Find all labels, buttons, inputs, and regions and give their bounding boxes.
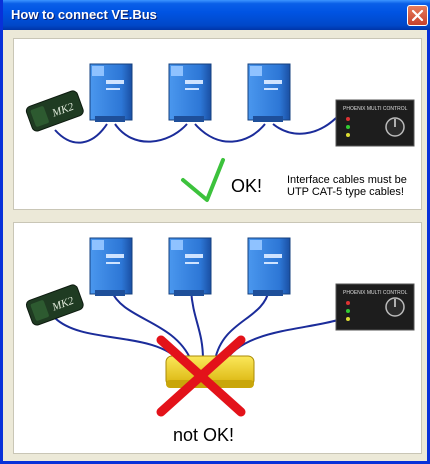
diagram-drawing: MK2 PHOENIX MULTI CONTROL	[25, 63, 415, 417]
title-bar[interactable]: How to connect VE.Bus	[3, 0, 430, 30]
not-ok-label: not OK!	[173, 425, 235, 445]
note-line-1: Interface cables must be	[287, 174, 407, 186]
cables-correct	[54, 117, 337, 144]
close-icon	[411, 9, 424, 22]
cross-mark-icon	[156, 335, 246, 417]
control-panel-label-bottom: PHOENIX MULTI CONTROL	[343, 290, 408, 296]
incorrect-connection-panel	[13, 222, 422, 454]
multi-inverter-3-top	[247, 63, 291, 122]
close-button[interactable]	[407, 5, 428, 26]
check-mark-icon	[181, 158, 225, 202]
cable-requirement-note: Interface cables must be UTP CAT-5 type …	[287, 174, 407, 198]
control-panel-label-top: PHOENIX MULTI CONTROL	[343, 106, 408, 112]
control-panel-top: PHOENIX MULTI CONTROL	[335, 99, 415, 147]
multi-inverter-1-top	[89, 63, 133, 122]
multi-inverter-2-bottom	[168, 237, 212, 296]
ok-label: OK!	[231, 176, 263, 196]
window-title: How to connect VE.Bus	[11, 7, 157, 22]
note-line-2: UTP CAT-5 type cables!	[287, 186, 404, 198]
control-panel-bottom: PHOENIX MULTI CONTROL	[335, 283, 415, 331]
mk2-interface-top: MK2	[25, 90, 84, 132]
mk2-interface-bottom: MK2	[25, 284, 84, 326]
multi-inverter-2-top	[168, 63, 212, 122]
multi-inverter-3-bottom	[247, 237, 291, 296]
multi-inverter-1-bottom	[89, 237, 133, 296]
cables-incorrect	[54, 289, 339, 363]
